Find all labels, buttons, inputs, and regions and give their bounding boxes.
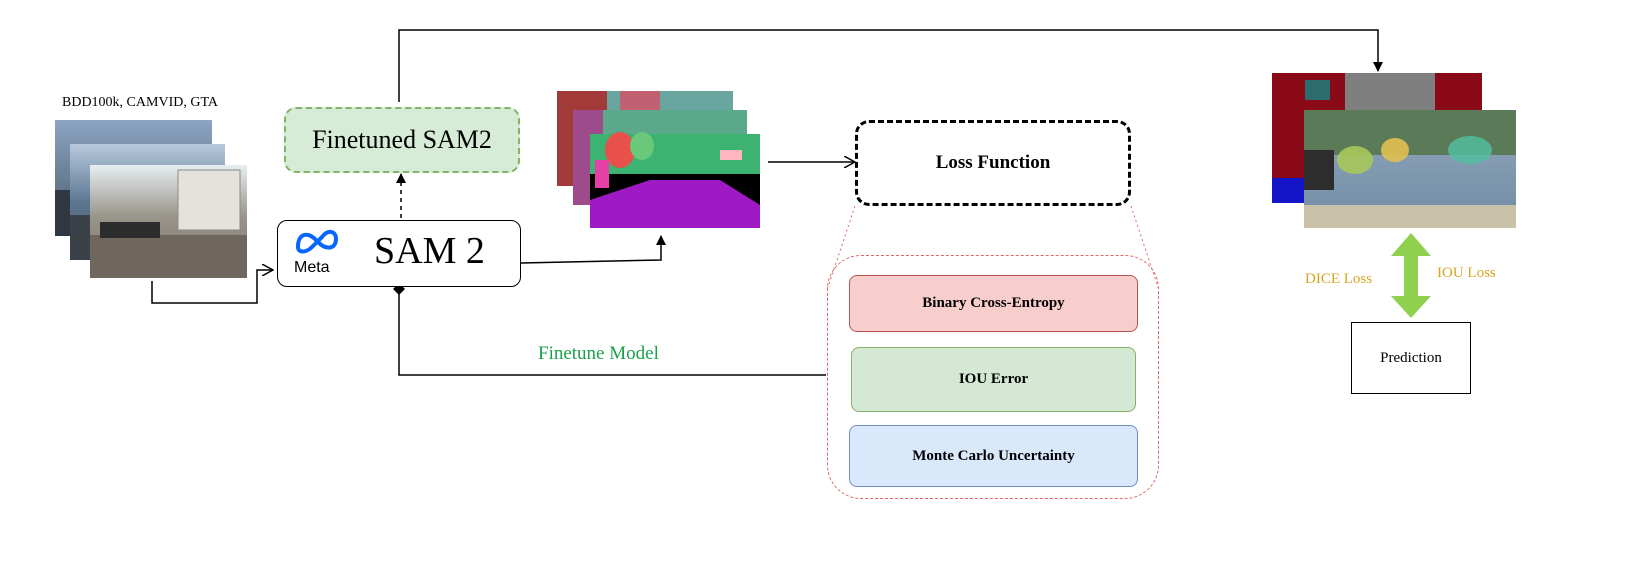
double-arrow-icon	[1391, 233, 1431, 318]
loss-components-group	[827, 255, 1159, 499]
iou-loss-label: IOU Loss	[1437, 265, 1496, 281]
loss-function-box: Loss Function	[855, 120, 1131, 206]
sam2-box: Meta SAM 2	[277, 220, 521, 287]
meta-wordmark: Meta	[294, 259, 330, 276]
prediction-box: Prediction	[1351, 322, 1471, 394]
dataset-label: BDD100k, CAMVID, GTA	[62, 95, 218, 110]
binary-cross-entropy-box: Binary Cross-Entropy	[849, 275, 1138, 332]
finetuned-sam2-box: Finetuned SAM2	[284, 107, 520, 173]
input-image-stack	[55, 120, 247, 278]
finetune-model-label: Finetune Model	[538, 343, 659, 364]
mask-image-stack	[557, 91, 760, 228]
output-image-stack	[1272, 73, 1516, 228]
meta-logo-icon	[295, 230, 339, 254]
arrow-dataset-to-sam2	[151, 270, 273, 304]
iou-error-box: IOU Error	[851, 347, 1136, 412]
dice-loss-label: DICE Loss	[1305, 271, 1373, 287]
finetune-feedback-line	[393, 283, 826, 376]
arrow-sam2-to-masks	[520, 235, 666, 264]
sam2-title: SAM 2	[374, 230, 485, 272]
monte-carlo-uncertainty-box: Monte Carlo Uncertainty	[849, 425, 1138, 487]
arrow-finetuned-to-output	[398, 29, 1383, 102]
